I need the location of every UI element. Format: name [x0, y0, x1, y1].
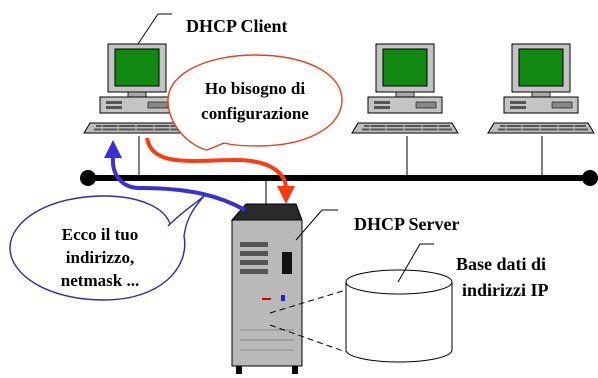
computer-2: [351, 43, 459, 134]
database-label-line2: indirizzi IP: [462, 280, 549, 300]
computer-3: [487, 43, 595, 134]
bus-terminator-right: [582, 170, 598, 186]
request-arrowhead: [277, 186, 295, 204]
request-bubble-line1: Ho bisogno di: [205, 79, 305, 98]
reply-bubble-line2: indirizzo,: [66, 248, 134, 267]
reply-bubble: Ecco il tuo indirizzo, netmask ...: [9, 195, 205, 301]
server-callout-line: [295, 209, 338, 241]
reply-arrowhead: [104, 140, 122, 158]
db-link-bottom: [269, 324, 347, 353]
client-label: DHCP Client: [186, 16, 288, 36]
database-callout-line: [397, 243, 434, 283]
reply-arrow: [110, 157, 246, 212]
database-label-line1: Base dati di: [456, 254, 546, 274]
request-bubble-line2: configurazione: [201, 104, 309, 123]
reply-bubble-line1: Ecco il tuo: [62, 225, 139, 244]
reply-bubble-line3: netmask ...: [61, 271, 139, 290]
request-bubble: Ho bisogno di configurazione: [167, 54, 343, 151]
request-arrow: [145, 137, 288, 187]
bus-terminator-left: [80, 170, 96, 186]
server-label: DHCP Server: [354, 214, 459, 234]
address-database: [345, 269, 453, 363]
db-link-top: [269, 289, 347, 314]
server-tower: [230, 203, 303, 374]
client-callout-line: [137, 13, 172, 45]
